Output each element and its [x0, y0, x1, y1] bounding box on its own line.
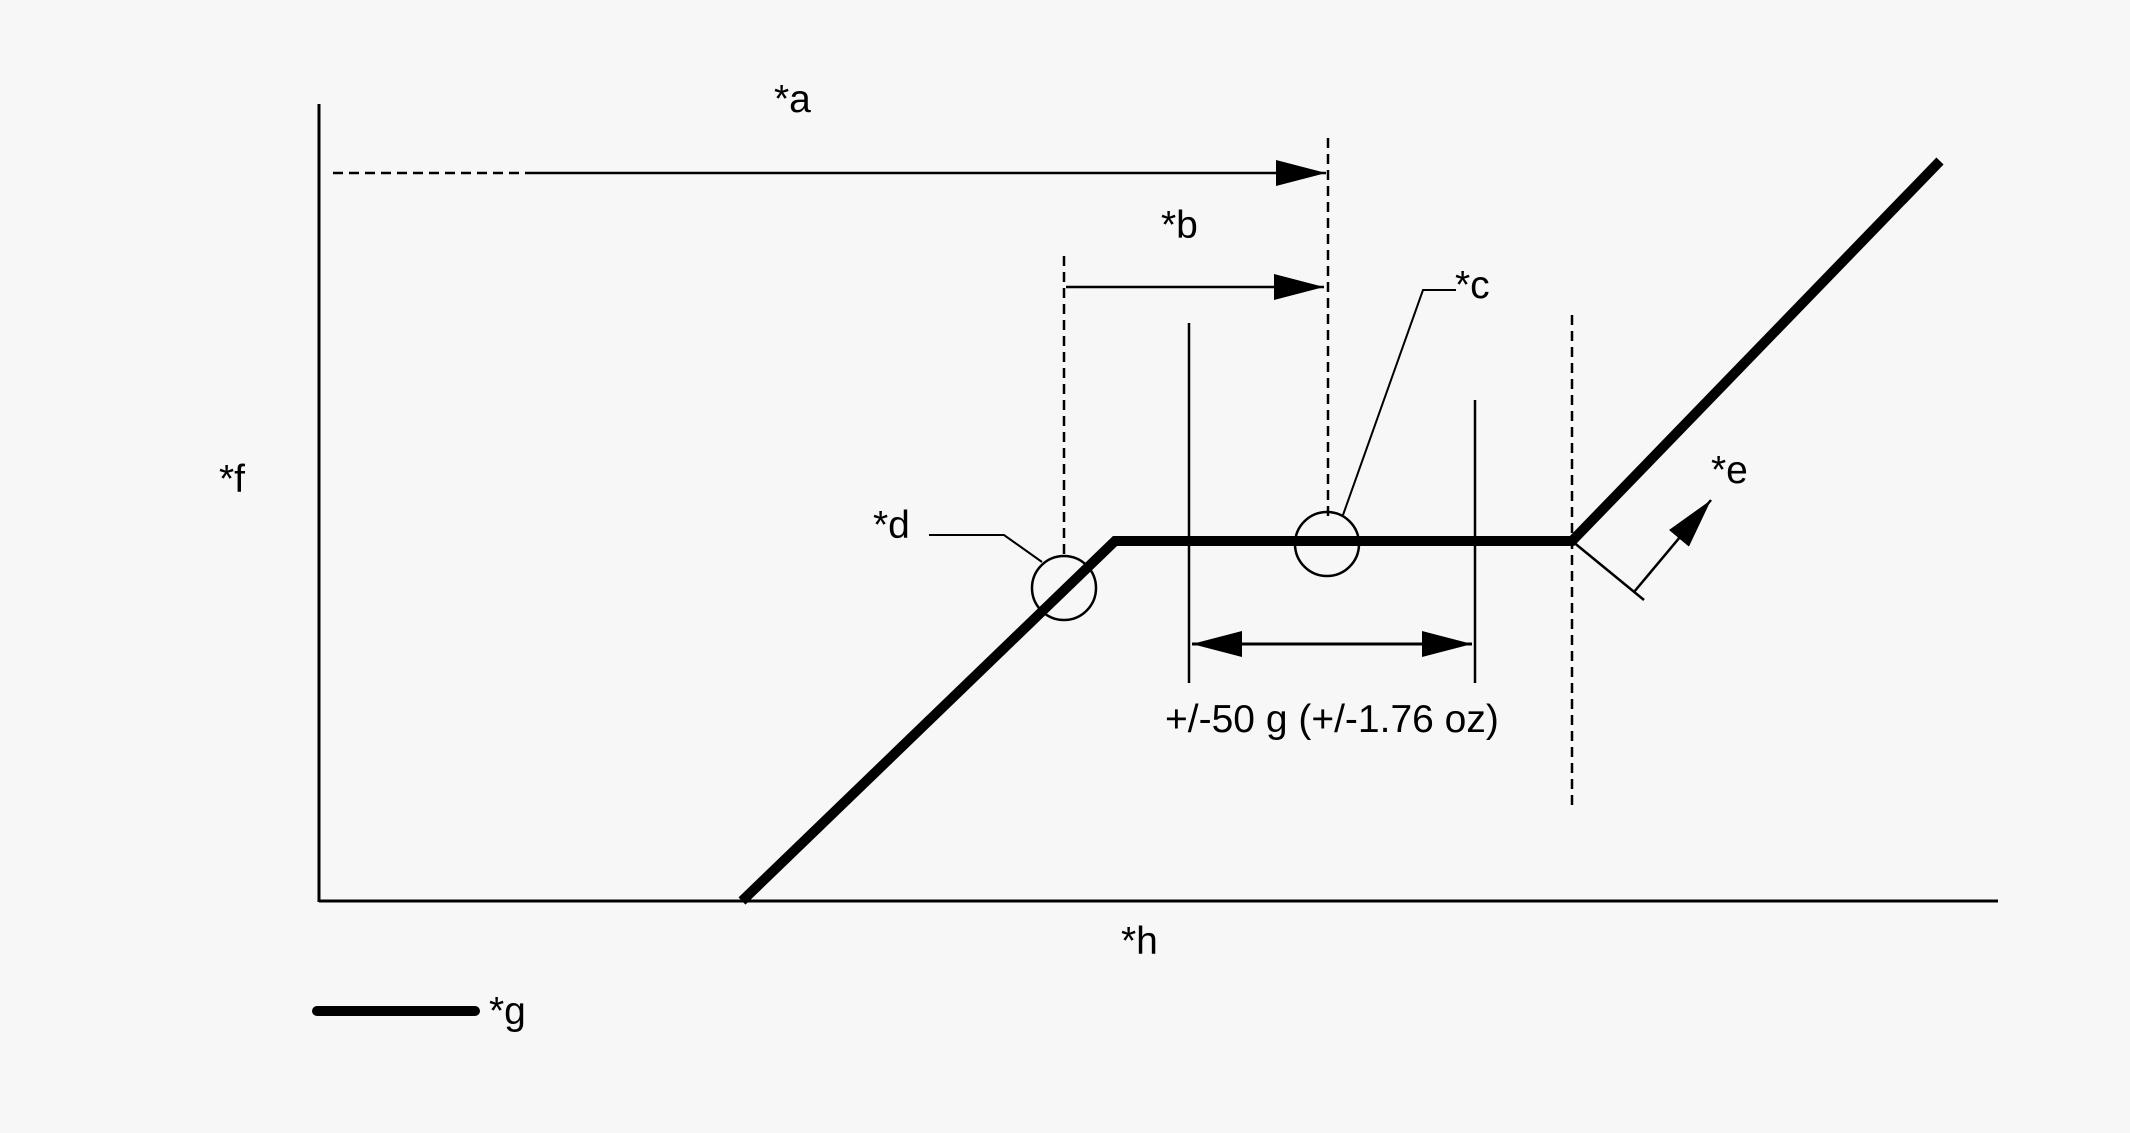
d-leader-line	[929, 534, 1043, 563]
d-point-marker	[1030, 554, 1098, 622]
characteristic-curve	[738, 157, 1944, 905]
c-leader-line	[1342, 289, 1456, 516]
tolerance-label: +/-50 g (+/-1.76 oz)	[1165, 698, 1499, 741]
label-g: *g	[489, 990, 526, 1033]
label-d: *d	[873, 504, 910, 547]
label-b: *b	[1161, 204, 1198, 247]
label-f: *f	[219, 458, 245, 501]
e-arrow	[1633, 499, 1712, 593]
label-c: *c	[1455, 264, 1490, 307]
e-perpendicular-tick	[1571, 540, 1645, 601]
label-a: *a	[774, 78, 811, 121]
c-point-marker	[1293, 510, 1361, 578]
label-e: *e	[1711, 449, 1748, 492]
label-h: *h	[1121, 920, 1158, 963]
